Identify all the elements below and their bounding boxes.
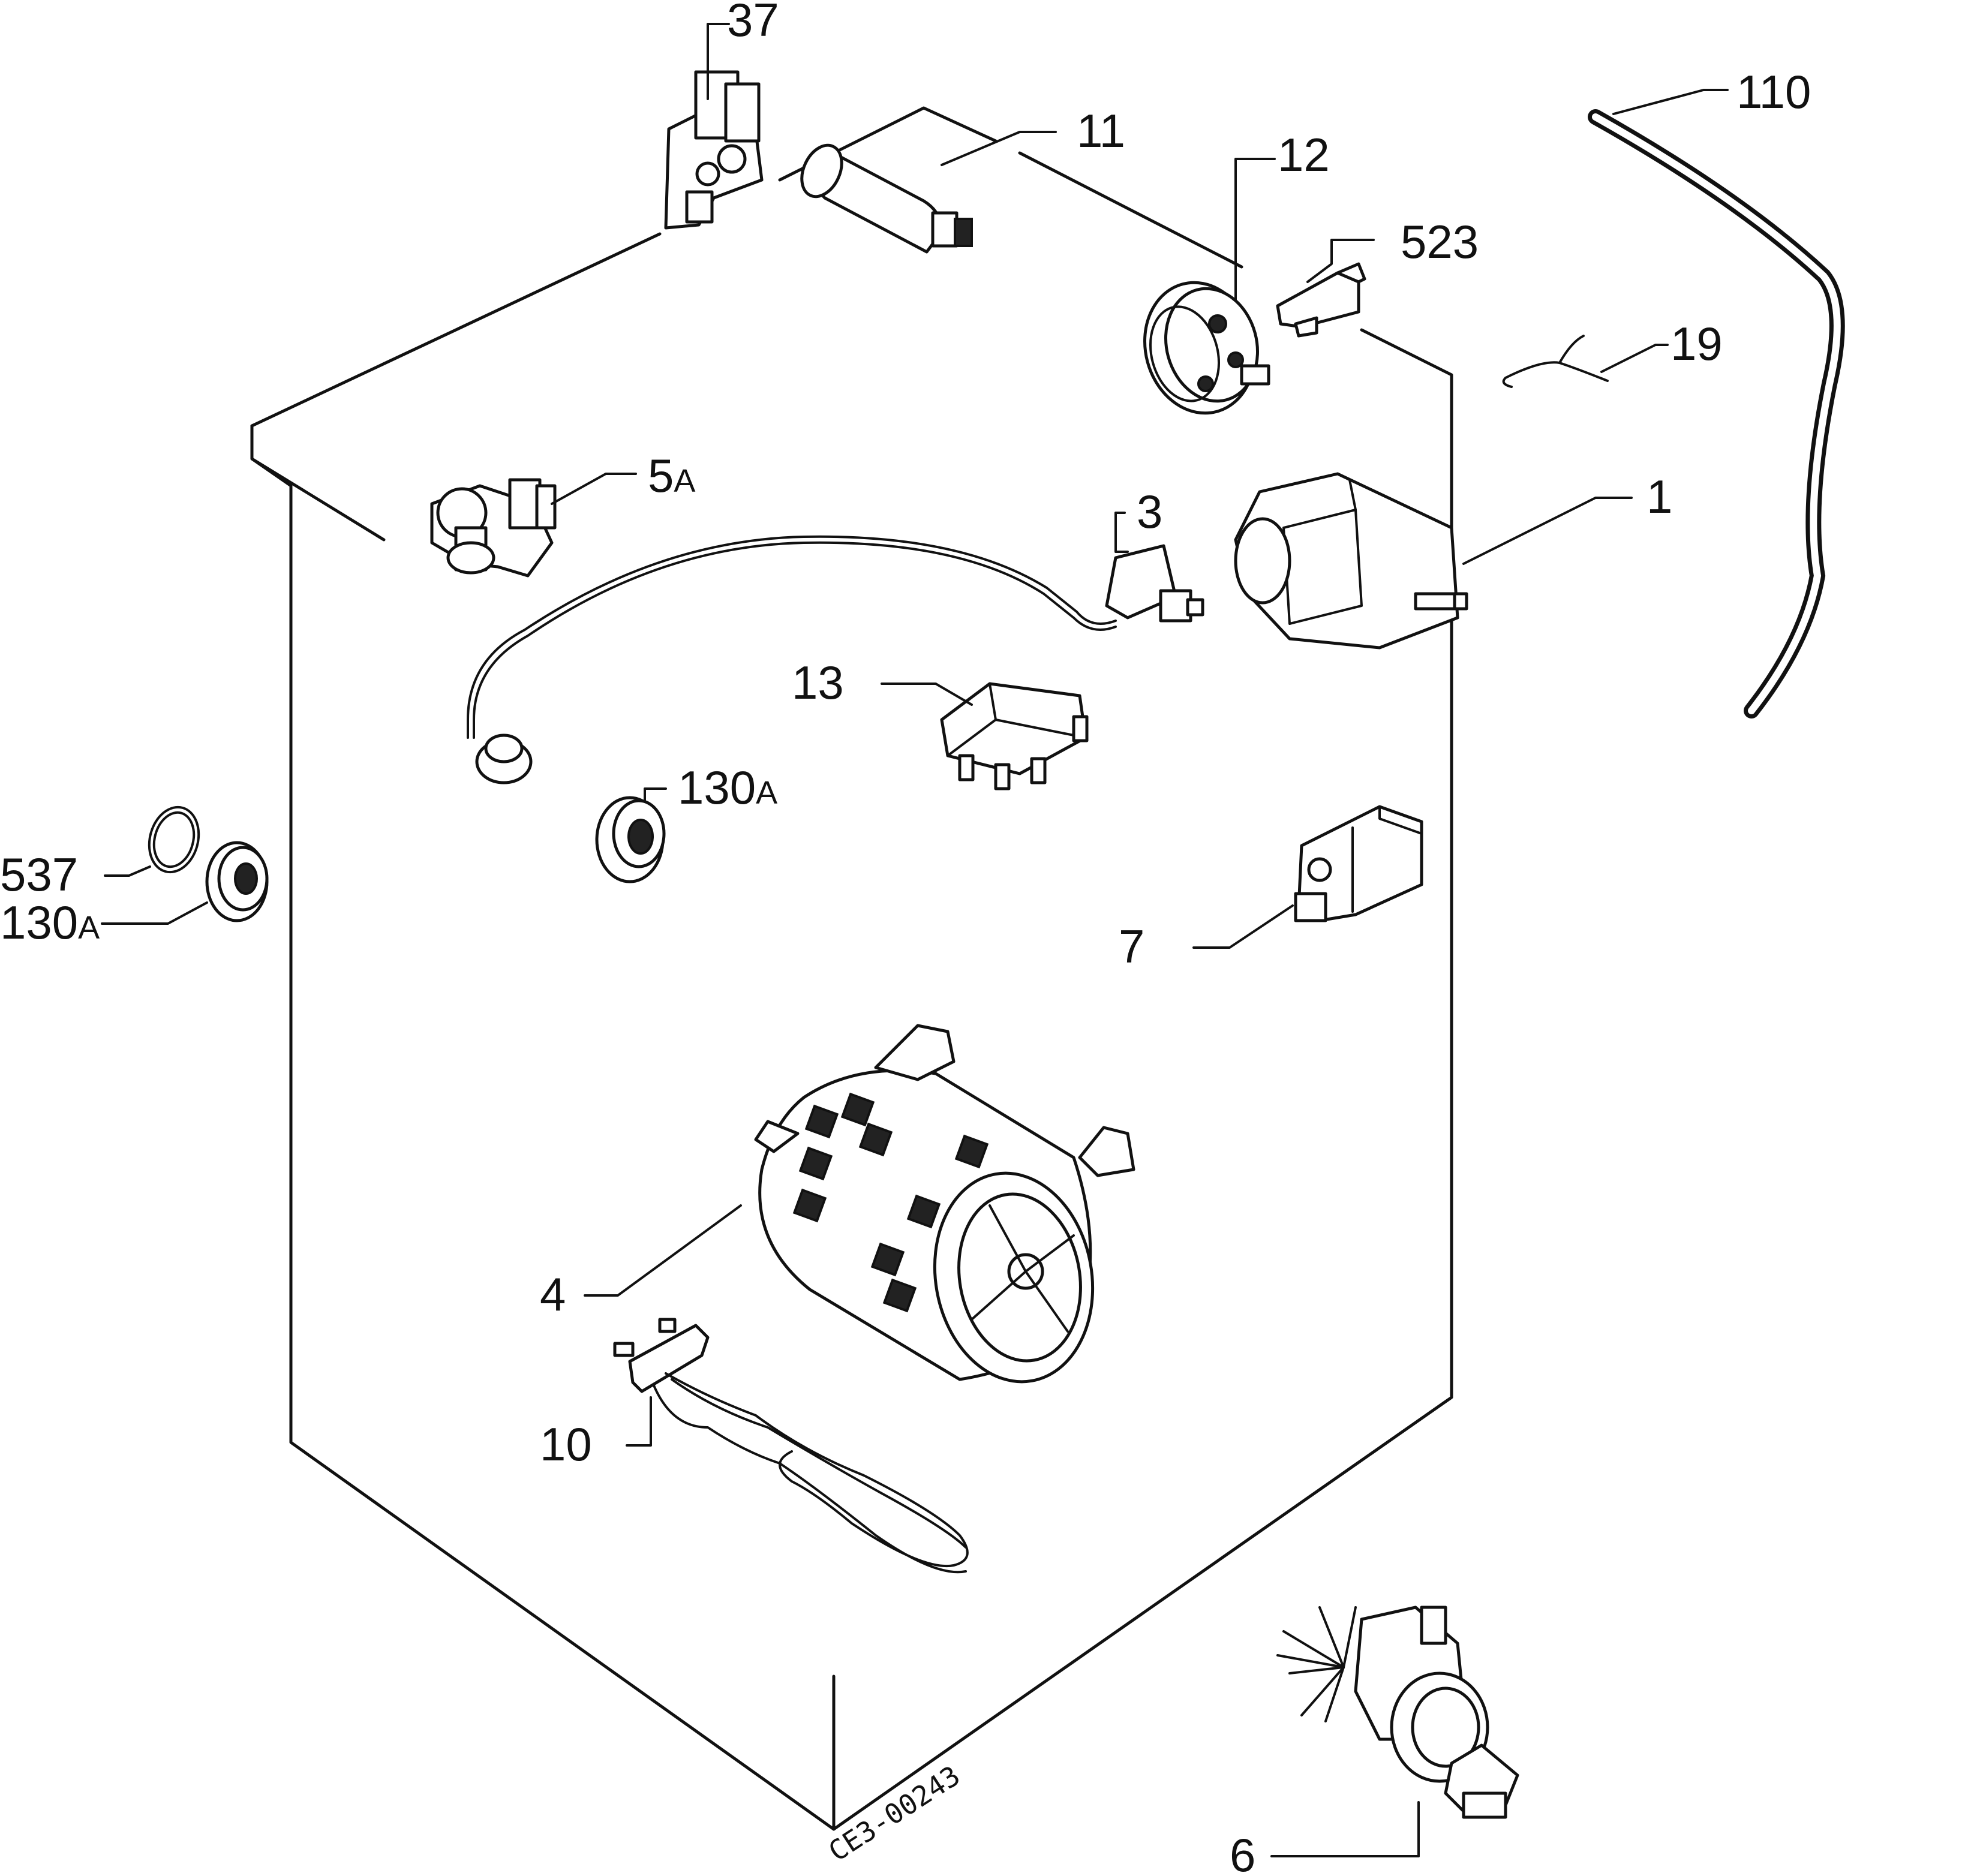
part-1-programmer: [1234, 472, 1468, 650]
label-537: 537: [0, 848, 78, 901]
part-3-thermostat: [467, 535, 1204, 784]
cabinet-outline: [250, 106, 1453, 1831]
part-12-pressure-switch: [1143, 281, 1270, 415]
part-130a-inner-grommet: [595, 796, 666, 883]
label-130a-outer: 130A: [0, 896, 100, 949]
part-19-wire-clip: [1502, 335, 1609, 388]
label-19: 19: [1670, 317, 1723, 370]
label-523: 523: [1401, 215, 1479, 268]
label-10: 10: [540, 1418, 592, 1471]
label-6: 6: [1230, 1829, 1255, 1876]
part-4-motor: [754, 1024, 1135, 1384]
part-6-drain-pump: [1276, 1606, 1519, 1819]
label-12: 12: [1278, 128, 1330, 181]
part-130a-outer-grommet: [205, 841, 269, 922]
label-4: 4: [540, 1268, 566, 1321]
part-110-hose: [1588, 109, 1845, 718]
part-5a-inlet-valve: [430, 478, 557, 578]
label-11: 11: [1077, 104, 1125, 157]
part-labels: 37 11 12 110 523 19 5A 1 3 13 130A 537 1…: [0, 0, 1811, 1876]
part-7-door-interlock: [1294, 805, 1423, 922]
label-1: 1: [1647, 470, 1672, 523]
label-13: 13: [792, 656, 844, 709]
part-13-switch-block: [940, 682, 1089, 790]
label-130a-inner: 130A: [678, 761, 777, 814]
part-10-heating-element: [613, 1318, 969, 1574]
part-537-o-ring: [148, 805, 200, 874]
part-523-clip: [1276, 262, 1366, 338]
label-3: 3: [1137, 485, 1162, 538]
label-37: 37: [727, 0, 779, 46]
label-7: 7: [1119, 920, 1144, 973]
pump-impeller: [1276, 1606, 1357, 1722]
part-11-capacitor: [800, 143, 973, 254]
part-37-bracket: [664, 70, 764, 230]
label-5a: 5A: [648, 449, 695, 502]
leader-lines: [101, 23, 1729, 1857]
drawing-code: CE3-00243: [823, 1759, 966, 1868]
label-110: 110: [1736, 65, 1811, 118]
